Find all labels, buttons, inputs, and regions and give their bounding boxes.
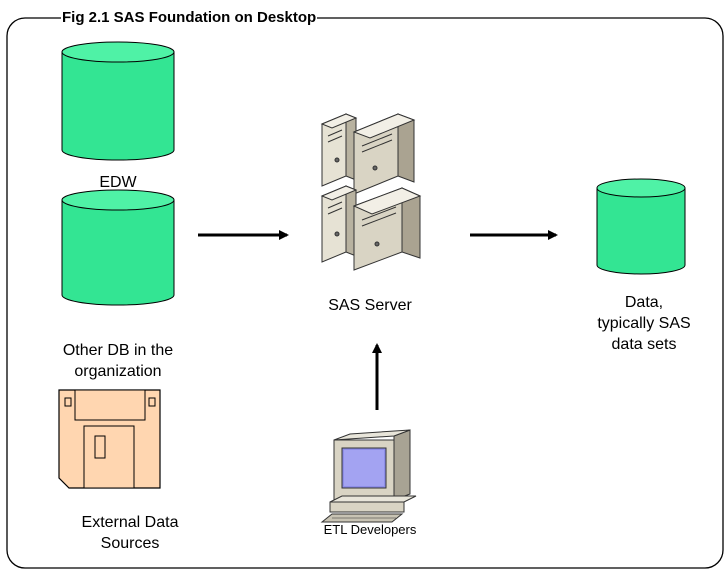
other-db-database-icon bbox=[61, 189, 175, 306]
floppy-disk-icon bbox=[58, 389, 161, 489]
etl-developers-label: ETL Developers bbox=[323, 522, 417, 537]
output-data-label-line1: Data, bbox=[624, 294, 664, 311]
output-data-label-line3: data sets bbox=[611, 336, 677, 353]
edw-database-icon bbox=[61, 41, 175, 161]
server-tower-icon bbox=[320, 113, 422, 271]
figure-title: Fig 2.1 SAS Foundation on Desktop bbox=[61, 9, 318, 27]
figure-frame bbox=[6, 17, 724, 569]
external-sources-label-line1: External Data bbox=[81, 514, 179, 531]
external-sources-label-line2: Sources bbox=[100, 535, 160, 552]
desktop-computer-icon bbox=[320, 429, 417, 523]
edw-label: EDW bbox=[99, 174, 137, 191]
output-data-label: Data, typically SAS data sets bbox=[584, 292, 704, 355]
other-db-label-line2: organization bbox=[74, 363, 162, 380]
output-data-label-line2: typically SAS bbox=[597, 315, 691, 332]
other-db-label-line1: Other DB in the bbox=[62, 342, 174, 359]
other-db-label: Other DB in the organization bbox=[30, 340, 206, 382]
output-database-icon bbox=[596, 178, 686, 275]
external-sources-label: External Data Sources bbox=[50, 512, 210, 554]
sas-server-label: SAS Server bbox=[328, 297, 412, 314]
